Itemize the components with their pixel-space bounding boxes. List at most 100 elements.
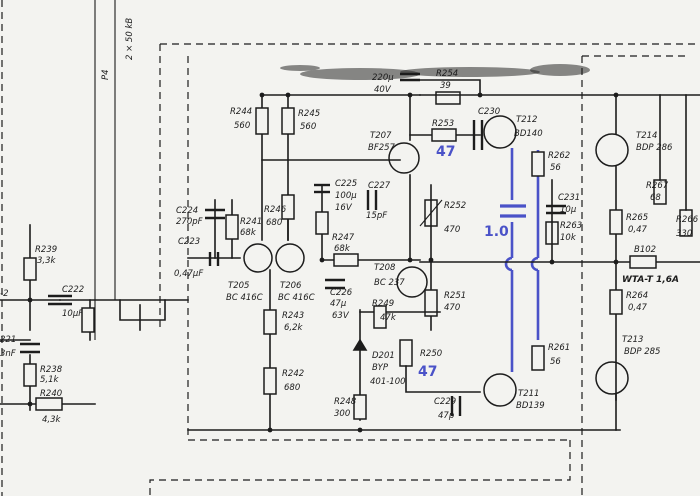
- component-label: R242: [282, 369, 304, 379]
- resistor: [263, 309, 277, 335]
- resistor: [353, 394, 367, 420]
- left-pin-label: -2: [0, 289, 8, 299]
- component-label: 10µF: [62, 309, 83, 319]
- resistor: [333, 253, 359, 267]
- transistor-t206: [275, 243, 305, 273]
- component-label: D201: [372, 351, 395, 361]
- component-label: 270pF: [176, 217, 203, 227]
- component-label: 15pF: [366, 211, 387, 221]
- resistor: [609, 209, 623, 235]
- scan-smudge: [280, 64, 590, 80]
- component-label: R253: [432, 119, 454, 129]
- node-marker: [407, 92, 413, 98]
- transistor-t208: [396, 266, 428, 298]
- wire: [504, 256, 513, 272]
- component-label: 63V: [332, 311, 350, 321]
- component-label: BDP 285: [624, 347, 660, 357]
- resistor-r245: [281, 107, 295, 135]
- r250-annotation: 47: [418, 364, 437, 380]
- component-label: 56: [550, 163, 561, 173]
- resistor: [263, 367, 277, 395]
- resistor: [315, 211, 329, 235]
- component-label: R244: [230, 107, 252, 117]
- component-label: C226: [330, 288, 353, 298]
- node-marker: [613, 259, 619, 265]
- component-label: R245: [298, 109, 320, 119]
- component-label: C225: [335, 179, 357, 189]
- resistor: [609, 289, 623, 315]
- component-label: R251: [444, 291, 466, 301]
- transistor-t214: [595, 133, 629, 167]
- component-label: T207: [370, 131, 392, 141]
- component-label: T213: [622, 335, 643, 345]
- wire: [405, 365, 481, 393]
- transistor-t205: [243, 243, 273, 273]
- component-label: R265: [626, 213, 648, 223]
- resistor: [431, 128, 457, 142]
- transistor-t207: [388, 142, 420, 174]
- component-label: B102: [634, 245, 656, 255]
- component-label: 0,47µF: [174, 269, 203, 279]
- node-marker: [357, 427, 363, 433]
- component-label: 680: [266, 218, 282, 228]
- trimmer: [81, 307, 95, 333]
- component-label: C229: [434, 397, 456, 407]
- wire: [409, 79, 481, 96]
- component-label: 470: [444, 225, 460, 235]
- component-label: 10µ: [560, 205, 577, 215]
- component-label: 330: [676, 229, 692, 239]
- component-label: 10k: [560, 233, 577, 243]
- component-label: 16V: [335, 203, 353, 213]
- node-marker: [319, 257, 325, 263]
- component-label: BYP: [372, 363, 389, 373]
- component-label: R267: [646, 181, 669, 191]
- node-marker: [267, 427, 273, 433]
- component-label: C231: [558, 193, 580, 203]
- node-marker: [27, 297, 33, 303]
- component-label: R249: [372, 299, 394, 309]
- r253-annotation: 47: [436, 144, 455, 160]
- component-label: 47k: [380, 313, 397, 323]
- component-label: 3,3k: [37, 256, 57, 266]
- component-label: 68k: [240, 228, 257, 238]
- component-label: 68k: [334, 244, 351, 254]
- component-label: 401-100: [370, 377, 406, 387]
- node-marker: [477, 92, 483, 98]
- component-label: T212: [516, 115, 537, 125]
- component-label: C223: [178, 237, 200, 247]
- wire: [352, 338, 368, 351]
- component-label: 300: [334, 409, 350, 419]
- component-label: 5,1k: [40, 375, 60, 385]
- node-marker: [285, 92, 291, 98]
- component-label: 470: [444, 303, 460, 313]
- component-label: R248: [334, 397, 357, 407]
- node-marker: [549, 259, 555, 265]
- blue-modifications: 1.0: [484, 148, 540, 372]
- component-label: R254: [436, 69, 458, 79]
- component-label: R246: [264, 205, 287, 215]
- component-label: R247: [332, 233, 355, 243]
- component-label: C227: [368, 181, 391, 191]
- component-label: C224: [176, 206, 198, 216]
- component-label: 4,3k: [42, 415, 62, 425]
- component-label: 220µ: [372, 73, 394, 83]
- vas-stage: C225 100µ 16V C227 15pF R247 68k C226 47…: [314, 69, 545, 421]
- resistor-r238: [23, 363, 37, 387]
- component-label: 47p: [438, 411, 454, 421]
- supply-voltage-label: 2 × 50 kB: [125, 18, 135, 60]
- resistor-r239: [23, 257, 37, 281]
- resistor: [399, 339, 413, 367]
- component-label: 560: [300, 122, 316, 132]
- component-label: R250: [420, 349, 442, 359]
- component-label: BF257: [368, 143, 396, 153]
- component-label: T208: [374, 263, 396, 273]
- component-label: WTA-T 1,6A: [622, 275, 679, 285]
- wire: [119, 299, 166, 321]
- component-label: R252: [444, 201, 466, 211]
- node-marker: [259, 92, 265, 98]
- component-label: 0,47: [628, 303, 648, 313]
- input-network: -2 R239 3,3k C222 10µF 221 3nF R238 5,1k…: [0, 224, 189, 425]
